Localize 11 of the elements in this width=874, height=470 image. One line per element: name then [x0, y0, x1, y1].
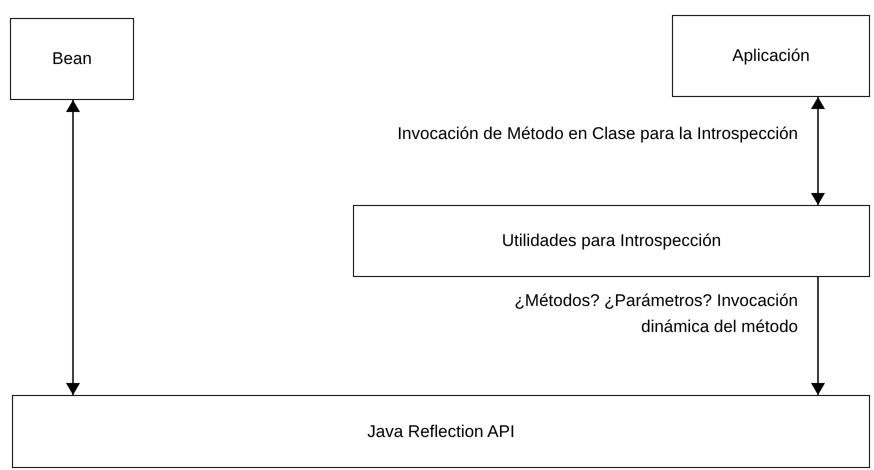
process-box	[10, 18, 134, 100]
arrow	[66, 100, 80, 395]
arrow	[811, 277, 825, 395]
box-label: Utilidades para Introspección	[502, 231, 722, 251]
arrow	[811, 97, 825, 205]
process-box	[672, 15, 870, 97]
process-box	[12, 395, 870, 468]
box-label: Bean	[52, 49, 92, 69]
box-label: Aplicación	[732, 46, 810, 66]
box-label: Java Reflection API	[367, 422, 515, 442]
process-box	[353, 205, 870, 277]
